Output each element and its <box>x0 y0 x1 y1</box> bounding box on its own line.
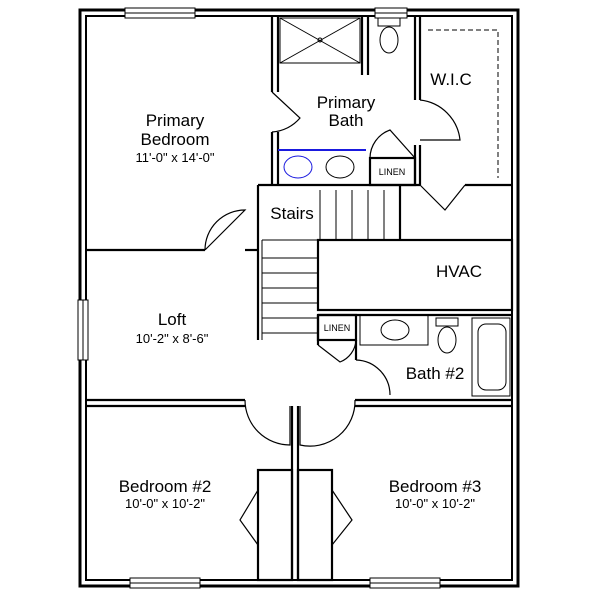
linen-upper-label: LINEN <box>379 167 406 177</box>
hvac-label: HVAC <box>436 262 482 281</box>
interior-walls <box>86 16 514 582</box>
primary-bath-name-1: Primary <box>317 93 376 112</box>
loft-name: Loft <box>158 310 187 329</box>
bath2-vanity <box>359 314 429 346</box>
primary-bath-name-2: Bath <box>329 111 364 130</box>
primary-vanity <box>278 149 366 179</box>
toilet-primary <box>377 17 401 54</box>
stairs-label: Stairs <box>270 204 313 223</box>
bedroom3-size: 10'-0" x 10'-2" <box>395 496 475 511</box>
loft-size: 10'-2" x 8'-6" <box>136 331 209 346</box>
bedroom3-name: Bedroom #3 <box>389 477 482 496</box>
toilet-bath2 <box>435 317 459 354</box>
windows <box>77 7 441 589</box>
primary-bedroom-size: 11'-0" x 14'-0" <box>136 150 215 165</box>
bedroom2-size: 10'-0" x 10'-2" <box>125 496 205 511</box>
linen-lower-label: LINEN <box>324 323 351 333</box>
primary-bedroom-name-1: Primary <box>146 111 205 130</box>
wic-label: W.I.C <box>430 70 472 89</box>
wic-shelf <box>428 29 499 178</box>
doors[interactable] <box>204 91 466 546</box>
primary-bedroom-name-2: Bedroom <box>141 130 210 149</box>
bathtub <box>471 317 511 397</box>
bedroom2-name: Bedroom #2 <box>119 477 212 496</box>
bath2-label: Bath #2 <box>406 364 465 383</box>
shower <box>279 17 361 64</box>
stairs[interactable] <box>261 190 385 340</box>
